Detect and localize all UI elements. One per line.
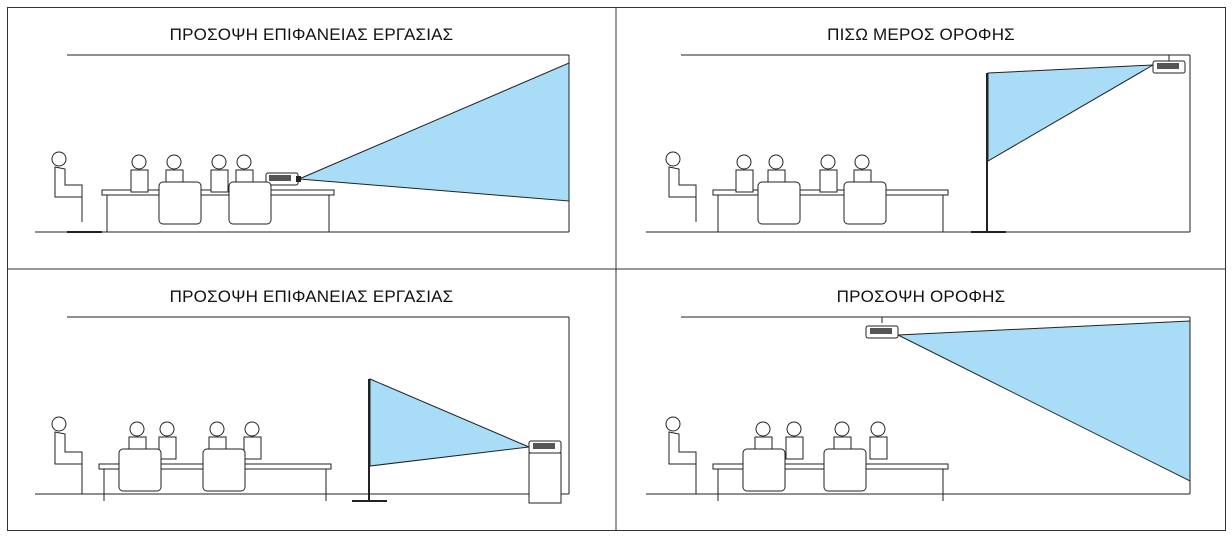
projector-icon	[1152, 55, 1186, 74]
panel-ceiling-front: ΠΡΟΣΟΨΗ ΟΡΟΦΗΣ	[616, 269, 1226, 531]
panel-scene	[646, 54, 1191, 233]
panel-scene	[35, 316, 570, 504]
person-icon	[51, 416, 83, 494]
panel-title: ΠΙΣΩ ΜΕΡΟΣ ΟΡΟΦΗΣ	[827, 25, 1015, 44]
audience-group	[118, 421, 262, 492]
panel-desk-front: ΠΡΟΣΟΨΗ ΕΠΙΦΑΝΕΙΑΣ ΕΡΓΑΣΙΑΣ	[7, 7, 616, 269]
grid-frame	[7, 7, 1226, 531]
screen-icon	[971, 73, 1006, 233]
installation-diagram-grid: ΠΡΟΣΟΨΗ ΕΠΙΦΑΝΕΙΑΣ ΕΡΓΑΣΙΑΣ	[7, 7, 1226, 531]
audience-group	[735, 154, 887, 225]
projection-beam	[369, 378, 531, 467]
person-icon	[665, 151, 697, 222]
panel-ceiling-rear: ΠΙΣΩ ΜΕΡΟΣ ΟΡΟΦΗΣ	[616, 7, 1226, 269]
panel-title: ΠΡΟΣΟΨΗ ΕΠΙΦΑΝΕΙΑΣ ΕΡΓΑΣΙΑΣ	[169, 287, 454, 306]
table-icon	[101, 189, 335, 232]
projector-icon	[865, 317, 899, 339]
screen-icon	[352, 379, 387, 502]
panel-scene	[35, 54, 570, 233]
audience-group	[130, 154, 272, 225]
person-icon	[665, 416, 697, 494]
panel-title: ΠΡΟΣΟΨΗ ΟΡΟΦΗΣ	[836, 287, 1006, 306]
panel-desk-rear: ΠΡΟΣΟΨΗ ΕΠΙΦΑΝΕΙΑΣ ΕΡΓΑΣΙΑΣ	[7, 269, 616, 531]
audience-group	[742, 421, 888, 492]
panel-scene	[646, 316, 1191, 501]
projection-beam	[896, 320, 1191, 482]
projection-beam	[987, 64, 1154, 162]
projector-icon	[528, 440, 562, 504]
projection-beam	[298, 62, 570, 202]
table-icon	[712, 189, 949, 232]
projector-icon	[265, 172, 301, 186]
panel-title: ΠΡΟΣΟΨΗ ΕΠΙΦΑΝΕΙΑΣ ΕΡΓΑΣΙΑΣ	[169, 25, 454, 44]
person-icon	[51, 151, 102, 233]
